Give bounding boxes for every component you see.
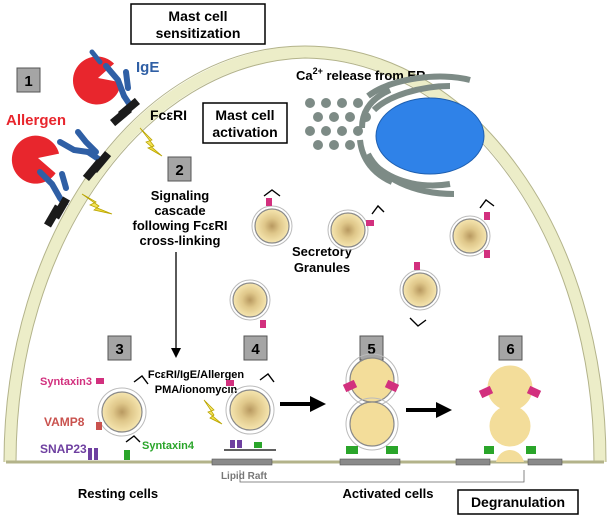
snap23-protein: [88, 448, 98, 460]
stimulus-line1: FcεRI/IgE/Allergen: [148, 369, 245, 381]
cell-membrane: [4, 45, 606, 463]
step-3-label: 3: [115, 341, 123, 358]
sensitization-line2: sensitization: [156, 25, 241, 41]
fceri-label: FcεRI: [150, 107, 187, 123]
signaling-line3: following FcεRI: [133, 218, 228, 233]
sensitization-box: Mast cell sensitization: [130, 3, 266, 45]
bolt-icon-2: [81, 193, 113, 215]
signaling-arrowhead: [171, 348, 181, 358]
snap23-label: SNAP23: [40, 442, 87, 456]
bolt-icon-1: [139, 127, 163, 157]
lipid-raft-4: [527, 458, 563, 466]
granule-3: [449, 199, 495, 258]
granule-1: [251, 189, 293, 247]
signaling-text: Signaling cascade following FcεRI cross-…: [133, 188, 228, 248]
resting-cells-label: Resting cells: [78, 486, 158, 501]
activation-box: Mast cell activation: [202, 102, 288, 144]
step-5-label: 5: [367, 341, 375, 358]
degranulation-label: Degranulation: [471, 494, 565, 510]
allergen-label: Allergen: [6, 112, 66, 129]
progress-arrow-1: [280, 396, 326, 412]
vamp8-label: VAMP8: [44, 415, 85, 429]
syntaxin4-protein: [124, 435, 141, 460]
allergen-top: [72, 56, 121, 105]
cell-membrane-inner: [15, 57, 595, 463]
step-badge-5: 5: [359, 335, 384, 361]
step-badge-6: 6: [498, 335, 523, 361]
granule-fusing: [478, 365, 542, 462]
degranulation-box: Degranulation: [457, 489, 579, 515]
syntaxin4-label: Syntaxin4: [142, 440, 195, 452]
ca-prefix: Ca: [296, 68, 313, 83]
ige-receptor-complex-bottom: [37, 169, 70, 228]
nucleus: [375, 97, 485, 175]
syntaxin3-label: Syntaxin3: [40, 376, 92, 388]
granule-4: [229, 279, 271, 328]
stimulus-line2: PMA/ionomycin: [155, 384, 238, 396]
activation-line1: Mast cell: [215, 107, 274, 123]
ige-receptor-complex-middle: [57, 129, 112, 181]
lipid-raft-label: Lipid Raft: [221, 471, 268, 482]
granule-docking: [225, 373, 275, 448]
sensitization-line1: Mast cell: [168, 8, 227, 24]
signaling-line1: Signaling: [151, 188, 210, 203]
step-2-label: 2: [175, 162, 183, 179]
activation-line2: activation: [212, 124, 277, 140]
ca-superscript: 2+: [313, 66, 323, 76]
ige-label: IgE: [136, 59, 159, 76]
progress-arrow-2: [406, 402, 452, 418]
signaling-line2: cascade: [154, 203, 205, 218]
granule-resting: [96, 375, 149, 437]
secretory-line1: Secretory: [292, 244, 353, 259]
lipid-raft-3: [455, 458, 491, 466]
step-badge-3: 3: [107, 335, 132, 361]
allergen-left: [11, 135, 60, 184]
step-badge-1: 1: [16, 67, 41, 93]
activated-cells-label: Activated cells: [342, 486, 433, 501]
receptor-small-top: [89, 49, 103, 65]
secretory-line2: Granules: [294, 260, 350, 275]
bolt-icon-3: [203, 399, 223, 425]
step-4-label: 4: [251, 341, 260, 358]
signaling-line4: cross-linking: [140, 233, 221, 248]
activated-bracket: [239, 470, 525, 483]
granule-2: [327, 204, 385, 251]
lipid-raft-1: [211, 458, 273, 466]
step-badge-2: 2: [167, 156, 192, 182]
ige-receptor-complex-top: [103, 63, 140, 127]
step-6-label: 6: [506, 341, 514, 358]
calcium-dots: [305, 98, 371, 150]
lipid-raft-2: [339, 458, 401, 466]
cell-membrane-outline: [3, 45, 607, 463]
step-badge-4: 4: [243, 335, 268, 361]
granule-5: [399, 262, 441, 327]
granule-stack-bottom: [345, 397, 399, 454]
endoplasmic-reticulum: [357, 73, 471, 197]
step-1-label: 1: [24, 73, 32, 90]
